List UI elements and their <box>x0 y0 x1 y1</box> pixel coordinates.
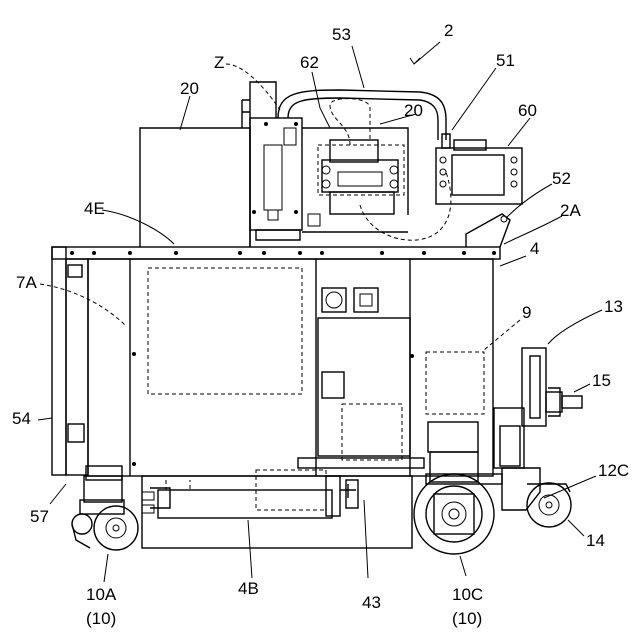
handle-13 <box>522 348 582 426</box>
wheel-10C <box>414 474 494 554</box>
label-20-right: 20 <box>404 101 423 120</box>
deck-4E <box>52 247 500 259</box>
label-43: 43 <box>362 593 381 612</box>
label-2A: 2A <box>560 201 581 220</box>
label-4E: 4E <box>84 199 105 218</box>
label-12C: 12C <box>598 461 629 480</box>
caster-10A <box>72 476 138 550</box>
label-10C-sub: (10) <box>452 609 482 628</box>
label-9: 9 <box>522 303 531 322</box>
bracket-52 <box>466 214 510 247</box>
reference-labels: 2 53 20 Z 62 51 60 20 52 4E 2A 4 7A 13 9… <box>12 21 629 628</box>
electrical-panel <box>318 288 414 460</box>
label-Z: Z <box>214 53 224 72</box>
label-10A: 10A <box>86 585 117 604</box>
label-53: 53 <box>332 25 351 44</box>
base-plate <box>142 458 424 548</box>
label-13: 13 <box>604 297 623 316</box>
label-51: 51 <box>496 51 515 70</box>
unit-62 <box>308 99 404 226</box>
label-4: 4 <box>530 239 539 258</box>
label-15: 15 <box>592 371 611 390</box>
label-57: 57 <box>30 507 49 526</box>
label-52: 52 <box>552 169 571 188</box>
main-body-4B <box>88 259 493 476</box>
label-10C: 10C <box>452 585 483 604</box>
side-door-54 <box>52 247 122 480</box>
upper-housing-20 <box>140 128 250 247</box>
label-4B: 4B <box>238 579 259 598</box>
label-54: 54 <box>12 409 31 428</box>
label-20-left: 20 <box>180 79 199 98</box>
mast-column <box>242 82 302 247</box>
label-2: 2 <box>444 21 453 40</box>
cable-loop <box>360 172 451 240</box>
label-10A-sub: (10) <box>86 609 116 628</box>
label-7A: 7A <box>16 273 37 292</box>
label-62: 62 <box>300 53 319 72</box>
label-60: 60 <box>518 101 537 120</box>
label-14: 14 <box>586 531 605 550</box>
